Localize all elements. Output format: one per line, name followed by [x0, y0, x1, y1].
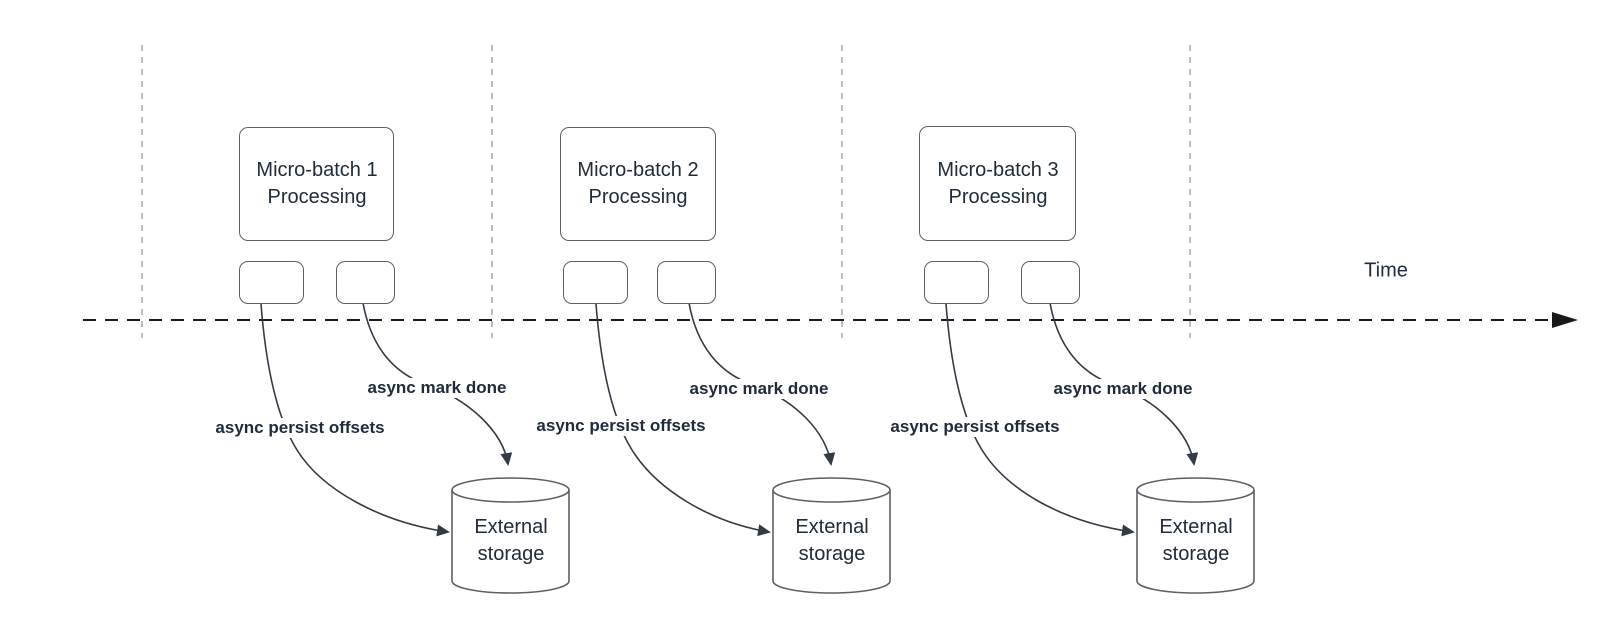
- batch-title-line2: Processing: [948, 186, 1048, 208]
- external-storage-cylinder-1: [451, 477, 570, 594]
- storage-label-3: External storage: [1159, 514, 1232, 568]
- persist-offsets-node-1: [239, 261, 304, 304]
- external-storage-cylinder-2: [772, 477, 891, 594]
- batch-title-line1: Micro-batch 1: [256, 159, 378, 181]
- batch-title-line2: Processing: [267, 186, 367, 208]
- micro-batch-box-3: [919, 126, 1076, 241]
- persist-offsets-label-1: async persist offsets: [212, 418, 388, 438]
- storage-line1: External: [795, 516, 869, 538]
- time-axis-arrowhead-icon: [1552, 312, 1578, 328]
- batch-title-line1: Micro-batch 2: [577, 159, 699, 181]
- persist-offsets-node-2: [563, 261, 628, 304]
- storage-line2: storage: [1162, 543, 1230, 565]
- micro-batch-box-label-1: Micro-batch 1 Processing: [256, 157, 377, 211]
- batch-title-line2: Processing: [588, 186, 688, 208]
- persist-offsets-arrow-3: [945, 303, 1135, 537]
- batch-title-line1: Micro-batch 3: [937, 159, 1059, 181]
- persist-offsets-arrow-2: [595, 303, 771, 537]
- external-storage-cylinder-3: [1136, 477, 1255, 594]
- persist-offsets-label-3: async persist offsets: [887, 417, 1063, 437]
- storage-label-1: External storage: [474, 514, 547, 568]
- mark-done-node-2: [657, 261, 716, 304]
- mark-done-label-3: async mark done: [1050, 379, 1196, 399]
- storage-line2: storage: [477, 543, 545, 565]
- time-label: Time: [1364, 259, 1408, 282]
- storage-line1: External: [474, 516, 548, 538]
- mark-done-node-1: [336, 261, 395, 304]
- storage-label-2: External storage: [795, 514, 868, 568]
- micro-batch-box-2: [560, 127, 716, 241]
- mark-done-label-1: async mark done: [364, 378, 510, 398]
- mark-done-node-3: [1021, 261, 1080, 304]
- mark-done-label-2: async mark done: [686, 379, 832, 399]
- storage-line1: External: [1159, 516, 1233, 538]
- persist-offsets-label-2: async persist offsets: [533, 416, 709, 436]
- micro-batch-box-label-3: Micro-batch 3 Processing: [937, 157, 1058, 211]
- storage-line2: storage: [798, 543, 866, 565]
- micro-batch-box-1: [239, 127, 394, 241]
- persist-offsets-arrow-1: [260, 303, 450, 537]
- persist-offsets-node-3: [924, 261, 989, 304]
- micro-batch-box-label-2: Micro-batch 2 Processing: [577, 157, 698, 211]
